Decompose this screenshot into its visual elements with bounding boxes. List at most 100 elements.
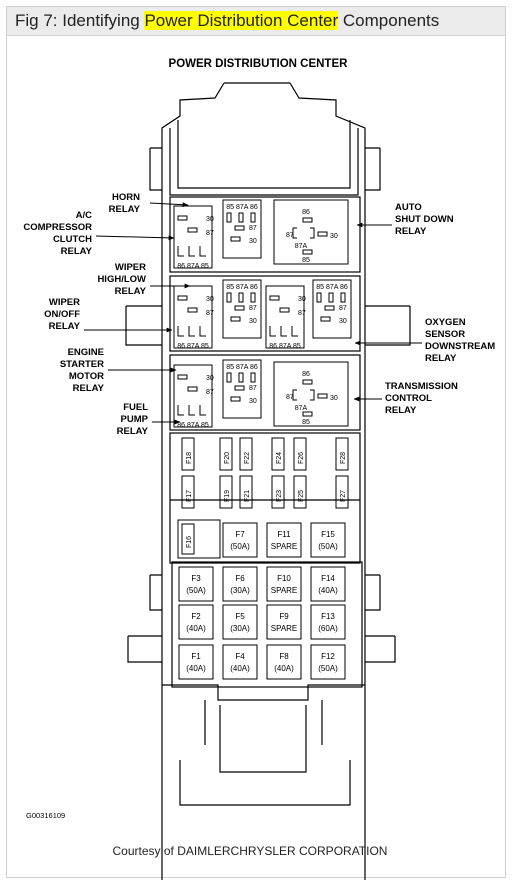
mini-fuse-f21	[239, 475, 253, 509]
relay-wiper-pin-a	[177, 295, 188, 301]
relay-engine-starter-pin-bottom-0	[177, 405, 184, 416]
relay-wiper-extra-pin-bottom-1	[280, 326, 287, 337]
relay-transmission-control-body	[273, 361, 349, 427]
maxi-fuse-f3	[178, 566, 214, 602]
maxi-fuse-rating-f3: (50A)	[186, 586, 206, 595]
housing-right-mount	[365, 305, 411, 346]
relay-engine-starter-pin-b	[187, 386, 198, 392]
mini-fuse-label-f22: F22	[244, 452, 251, 464]
label-transmission-control-relay-line-0: TRANSMISSION	[385, 381, 458, 392]
mini-fuse-f19	[219, 475, 233, 509]
mini-fuse-f18	[181, 437, 195, 471]
relay-transmission-control	[273, 361, 349, 427]
relay-wiper-extra-pin-30-label: 30	[298, 296, 306, 303]
relay-wiper-pin-bottom-1	[188, 326, 195, 337]
label-engine-starter-relay-line-1: STARTER	[60, 359, 104, 370]
relay-transmission-control-pin-85-label: 85	[302, 419, 310, 426]
housing-right-tab	[365, 147, 381, 191]
relay-horn-ac-pin-b	[187, 227, 198, 233]
housing-left-lower-tab	[127, 635, 162, 663]
relay-wiper-high-low-body	[222, 279, 262, 339]
mini-fuse-label-f18: F18	[186, 452, 193, 464]
relay-engine-starter-pin-bottom-2	[199, 405, 206, 416]
mini-fuse-f28	[335, 437, 349, 471]
maxi-fuse-id-f13: F13	[321, 612, 335, 621]
relay-fuel-pump-top-pins: 85 87A 86	[226, 364, 258, 371]
maxi-fuse-rating-f11: SPARE	[271, 542, 298, 551]
maxi-fuse-f11	[266, 522, 302, 558]
relay-oxygen-sensor-body	[312, 279, 352, 339]
relay-transmission-control-pin-87-label: 87	[286, 394, 294, 401]
housing-right-edge	[289, 82, 366, 880]
mini-fuse-f20	[219, 437, 233, 471]
maxi-fuse-frame	[171, 561, 363, 688]
mini-fuse-label-single: F16	[186, 536, 193, 548]
housing-right-lower-tab	[365, 635, 396, 663]
label-fuel-pump-relay-line-1: PUMP	[121, 414, 149, 425]
relay-transmission-control-pin-30	[317, 393, 328, 399]
maxi-fuse-rating-f10: SPARE	[271, 586, 298, 595]
relay-wiper-extra	[265, 285, 305, 349]
mini-fuse-f25	[293, 475, 307, 509]
maxi-fuse-id-f7: F7	[235, 530, 245, 539]
relay-auto-shut-down-body	[273, 199, 349, 265]
relay-fuel-pump-pin-top-2	[250, 372, 256, 383]
maxi-fuse-f1	[178, 644, 214, 680]
label-fuel-pump-relay-line-2: RELAY	[117, 426, 149, 437]
relay-auto-shut-down-pin-30-label: 30	[330, 233, 338, 240]
label-auto-shut-down-relay-line-0: AUTO	[395, 202, 422, 213]
mini-fuse-label-f23: F23	[276, 490, 283, 502]
relay-upper-center-top-pins: 85 87A 86	[226, 204, 258, 211]
title-prefix: Fig 7: Identifying	[15, 11, 145, 30]
maxi-fuse-rating-f13: (60A)	[318, 624, 338, 633]
relay-panel-upper	[169, 196, 361, 273]
relay-upper-center-pin-30-label: 30	[249, 238, 257, 245]
relay-upper-center-pin-top-2	[250, 212, 256, 223]
maxi-fuse-f10	[266, 566, 302, 602]
relay-fuel-pump-pin-top-0	[226, 372, 232, 383]
maxi-fuse-rating-f1: (40A)	[186, 664, 206, 673]
maxi-fuse-f5	[222, 604, 258, 640]
title-suffix: Components	[338, 11, 440, 30]
relay-fuel-pump-pin-87-label: 87	[249, 385, 257, 392]
maxi-fuse-rating-f12: (50A)	[318, 664, 338, 673]
label-ac-compressor-clutch-relay-line-2: CLUTCH	[53, 234, 92, 245]
label-wiper-on-off-relay-line-2: RELAY	[49, 321, 81, 332]
maxi-fuse-id-f14: F14	[321, 574, 335, 583]
mini-fuse-f22	[239, 437, 253, 471]
relay-upper-center-pin-top-0	[226, 212, 232, 223]
mini-fuse-label-f19: F19	[224, 490, 231, 502]
relay-wiper-high-low-top-pins: 85 87A 86	[226, 284, 258, 291]
relay-engine-starter-pin-87-label: 87	[206, 389, 214, 396]
relay-engine-starter-body	[173, 364, 213, 428]
mini-fuse-label-f28: F28	[340, 452, 347, 464]
figure-caption: Courtesy of DAIMLERCHRYSLER CORPORATION	[112, 844, 388, 858]
label-ac-compressor-clutch-relay-line-3: RELAY	[61, 246, 93, 257]
relay-fuel-pump-pin-87	[234, 385, 245, 391]
maxi-fuse-f2	[178, 604, 214, 640]
relay-wiper-high-low-pin-top-1	[238, 292, 244, 303]
relay-upper-center-pin-87	[234, 225, 245, 231]
mini-fuse-block	[169, 432, 361, 564]
relay-oxygen-sensor	[312, 279, 352, 339]
maxi-fuse-id-f8: F8	[279, 652, 289, 661]
relay-panel-middle	[169, 275, 361, 352]
label-wiper-high-low-relay-line-0: WIPER	[115, 262, 146, 273]
mini-fuse-f26	[293, 437, 307, 471]
maxi-fuse-rating-f8: (40A)	[274, 664, 294, 673]
relay-upper-center-pin-top-1	[238, 212, 244, 223]
relay-wiper-extra-pin-bottom-0	[269, 326, 276, 337]
label-transmission-control-relay-line-1: CONTROL	[385, 393, 432, 404]
relay-upper-center-pin-30	[230, 236, 241, 242]
relay-oxygen-sensor-pin-30-label: 30	[339, 318, 347, 325]
maxi-fuse-id-f3: F3	[191, 574, 201, 583]
relay-wiper-extra-bottom-pins: 86 87A 85	[269, 343, 301, 350]
maxi-fuse-rating-f14: (40A)	[318, 586, 338, 595]
relay-transmission-control-pin-86-label: 86	[302, 371, 310, 378]
relay-transmission-control-pin-87a-label: 87A	[295, 405, 308, 412]
maxi-fuse-f7	[222, 522, 258, 558]
relay-auto-shut-down-pin-85-label: 85	[302, 257, 310, 264]
label-auto-shut-down-relay-line-2: RELAY	[395, 226, 427, 237]
relay-fuel-pump-pin-top-1	[238, 372, 244, 383]
